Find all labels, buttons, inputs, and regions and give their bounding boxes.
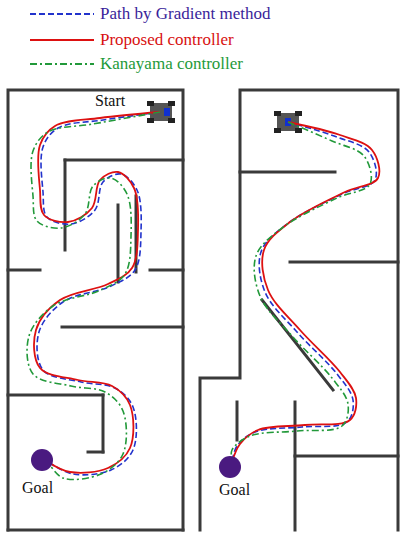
legend-line-sample (28, 54, 98, 74)
robot-paths (27, 112, 379, 480)
start-label: Start (95, 93, 125, 109)
goal-marker (31, 449, 53, 471)
robot-path (37, 112, 160, 475)
robot-path (27, 112, 160, 480)
legend-text: Path by Gradient method (100, 5, 270, 22)
goal-label: Goal (219, 482, 250, 498)
robot-path (231, 122, 371, 462)
legend-text: Kanayama controller (100, 55, 243, 72)
legend-line-sample (28, 4, 98, 24)
goal-marker (219, 456, 241, 478)
robot-path (232, 122, 379, 462)
maze-walls (8, 90, 398, 530)
goal-label: Goal (22, 480, 53, 496)
legend-text: Proposed controller (100, 31, 234, 48)
legend-line-sample (28, 30, 98, 50)
